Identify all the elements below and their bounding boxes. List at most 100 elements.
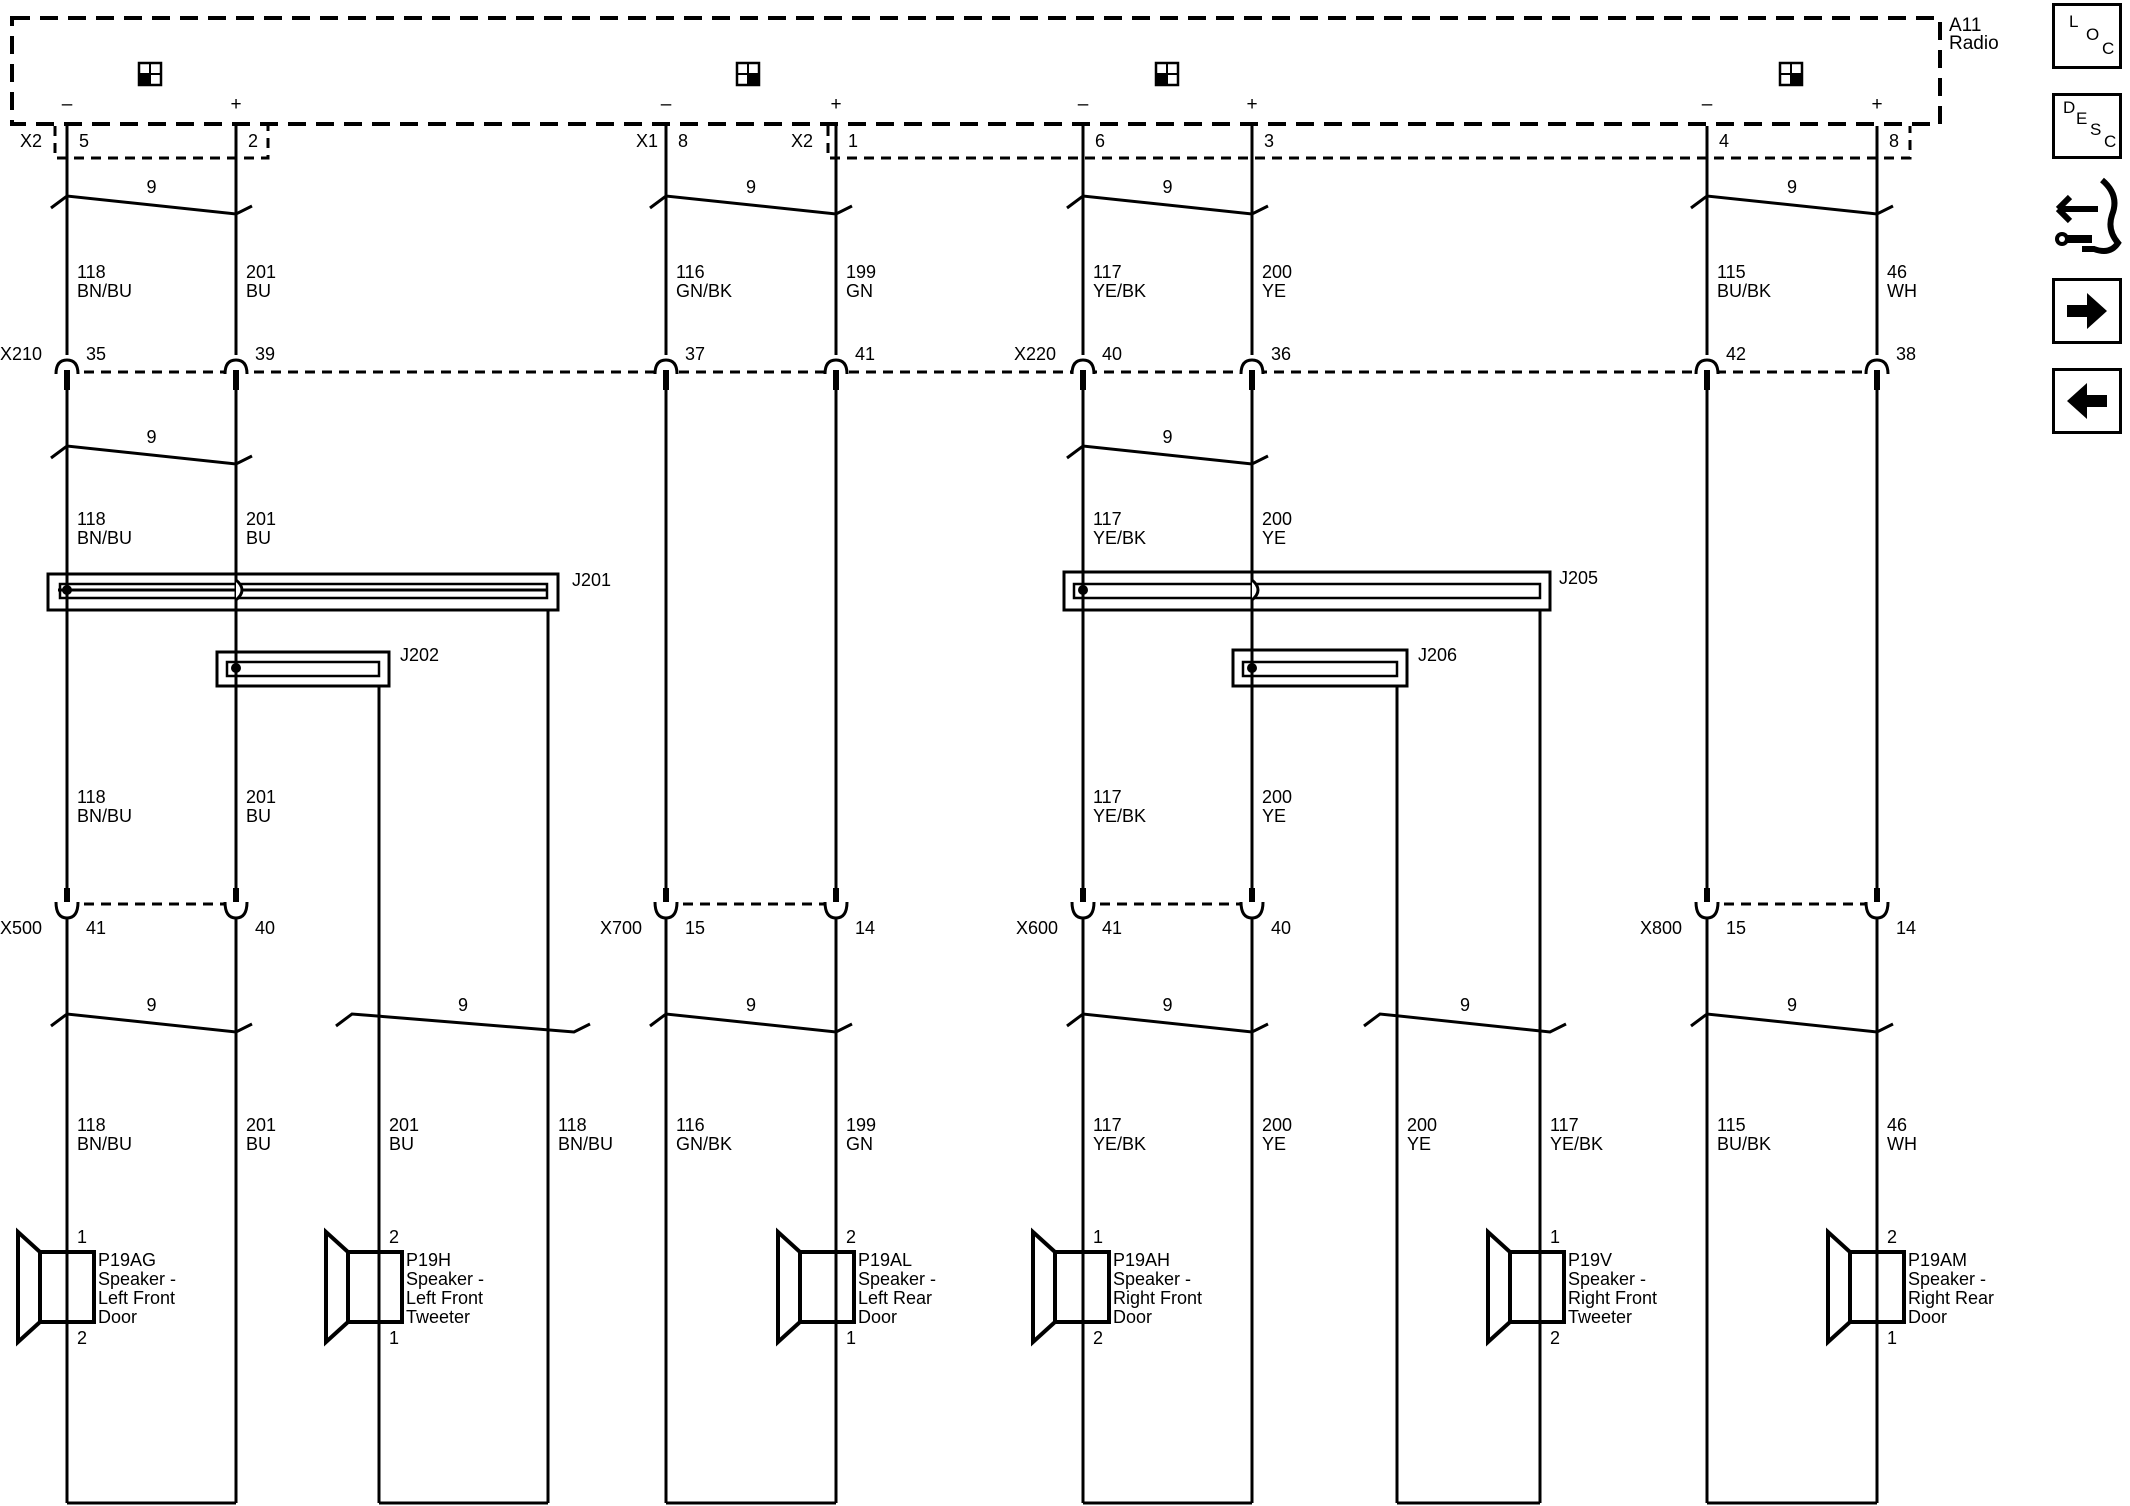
connector-x210-label: X210 xyxy=(0,344,42,364)
wire-circuit-label: 201 xyxy=(246,262,276,282)
speaker-bottom-pin: 1 xyxy=(846,1328,856,1348)
module-id-label: A11 xyxy=(1949,15,1981,36)
loc-button[interactable]: L O C xyxy=(2052,3,2122,69)
wire-color-label: YE/BK xyxy=(1093,1134,1146,1154)
module-name-label: Radio xyxy=(1949,33,1999,54)
next-page-button[interactable] xyxy=(2052,278,2122,344)
inline-pin-label: 38 xyxy=(1896,344,1916,364)
speaker-desc: Tweeter xyxy=(406,1307,470,1327)
wire-circuit-label: 117 xyxy=(1093,262,1122,282)
speaker-id: P19H xyxy=(406,1250,451,1270)
connector-x2-left-label: X2 xyxy=(20,131,42,151)
connector-male-pin xyxy=(233,888,239,906)
inline-pin-label: 35 xyxy=(86,344,106,364)
arrow-left-icon xyxy=(2067,383,2107,419)
splice-node xyxy=(1247,663,1257,673)
wire-circuit-label: 200 xyxy=(1262,509,1292,529)
connector-x2-right-label: X2 xyxy=(791,131,813,151)
wire-circuit-label: 118 xyxy=(77,509,106,529)
speaker-top-pin: 1 xyxy=(1550,1227,1560,1247)
wire-color-label: BN/BU xyxy=(77,806,132,826)
wire-circuit-label: 118 xyxy=(77,262,106,282)
twisted-pair-count: 9 xyxy=(1162,995,1172,1015)
wire-circuit-label: 200 xyxy=(1262,262,1292,282)
polarity-label: – xyxy=(661,94,672,115)
splice-j206-label: J206 xyxy=(1418,645,1457,665)
connector-female-cavity xyxy=(1239,901,1265,920)
connector-male-pin xyxy=(233,370,239,390)
twisted-pair-mark xyxy=(1363,1012,1567,1034)
splice-node xyxy=(231,663,241,673)
wire-circuit-label: 118 xyxy=(77,1115,106,1135)
connector-male-pin xyxy=(1874,888,1880,906)
door-pin-label: 14 xyxy=(855,918,875,938)
wire-color-label: BN/BU xyxy=(77,528,132,548)
wire-color-label: YE xyxy=(1262,806,1286,826)
connector-female-cavity xyxy=(823,901,849,920)
channel-icon-fill xyxy=(1791,74,1802,85)
splice-j202-label: J202 xyxy=(400,645,439,665)
wire-circuit-label: 116 xyxy=(676,262,705,282)
connector-female-cavity xyxy=(653,358,679,375)
speaker-bottom-pin: 1 xyxy=(1887,1328,1897,1348)
connector-x600-label: X600 xyxy=(1016,918,1058,938)
splice-j205-bus xyxy=(1072,582,1542,600)
connector-male-pin xyxy=(663,370,669,390)
twisted-pair-mark xyxy=(335,1012,591,1034)
connector-female-cavity xyxy=(223,901,249,920)
desc-label-d: D xyxy=(2063,98,2076,117)
connector-x1-label: X1 xyxy=(636,131,658,151)
speaker-bottom-pin: 1 xyxy=(389,1328,399,1348)
desc-label-e: E xyxy=(2076,109,2088,128)
inline-pin-label: 39 xyxy=(255,344,275,364)
connector-female-cavity xyxy=(1694,901,1720,920)
speaker-cone xyxy=(16,1227,42,1347)
loc-label-l: L xyxy=(2069,12,2079,31)
connector-end-view-icon[interactable] xyxy=(2052,175,2124,257)
desc-button[interactable]: D E S C xyxy=(2052,93,2122,159)
wire-color-label: YE/BK xyxy=(1093,281,1146,301)
wire-crossover xyxy=(234,578,244,602)
twisted-pair-count: 9 xyxy=(1460,995,1470,1015)
radio-pin-label: 2 xyxy=(248,131,258,151)
twisted-pair-mark xyxy=(1690,1012,1894,1034)
connector-female-cavity xyxy=(1239,358,1265,375)
wire-color-label: YE xyxy=(1262,528,1286,548)
polarity-label: – xyxy=(1078,94,1089,115)
speaker-top-pin: 2 xyxy=(1887,1227,1897,1247)
previous-page-button[interactable] xyxy=(2052,368,2122,434)
wire-circuit-label: 115 xyxy=(1717,262,1746,282)
connector-female-cavity xyxy=(54,901,80,920)
door-pin-label: 41 xyxy=(86,918,106,938)
loc-label-c: C xyxy=(2102,39,2115,58)
speaker-desc: Door xyxy=(98,1307,137,1327)
wire-circuit-label: 199 xyxy=(846,1115,876,1135)
connector-x700-label: X700 xyxy=(600,918,642,938)
speaker-desc: Speaker - xyxy=(98,1269,176,1289)
wire-color-label: YE xyxy=(1262,1134,1286,1154)
wire-color-label: BU xyxy=(246,1134,271,1154)
speaker-id: P19V xyxy=(1568,1250,1612,1270)
desc-label-c: C xyxy=(2104,132,2117,151)
polarity-label: + xyxy=(1246,94,1257,115)
speaker-channel-icon xyxy=(735,61,761,87)
connector-x500-label: X500 xyxy=(0,918,42,938)
twisted-pair-mark xyxy=(1066,194,1269,216)
inline-pin-label: 41 xyxy=(855,344,875,364)
wire-circuit-label: 201 xyxy=(246,509,276,529)
wire-circuit-label: 117 xyxy=(1093,509,1122,529)
speaker-symbol xyxy=(776,1227,856,1347)
wire-color-label: BU xyxy=(246,528,271,548)
speaker-cone xyxy=(324,1227,350,1347)
connector-male-pin xyxy=(833,888,839,906)
twisted-pair-count: 9 xyxy=(146,177,156,197)
polarity-label: – xyxy=(1702,94,1713,115)
connector-x2-left-frame xyxy=(53,126,270,160)
radio-pin-label: 4 xyxy=(1719,131,1729,151)
wire-color-label: BN/BU xyxy=(558,1134,613,1154)
speaker-desc: Tweeter xyxy=(1568,1307,1632,1327)
speaker-channel-icon xyxy=(1778,61,1804,87)
wire-color-label: YE/BK xyxy=(1550,1134,1603,1154)
speaker-desc: Speaker - xyxy=(1113,1269,1191,1289)
